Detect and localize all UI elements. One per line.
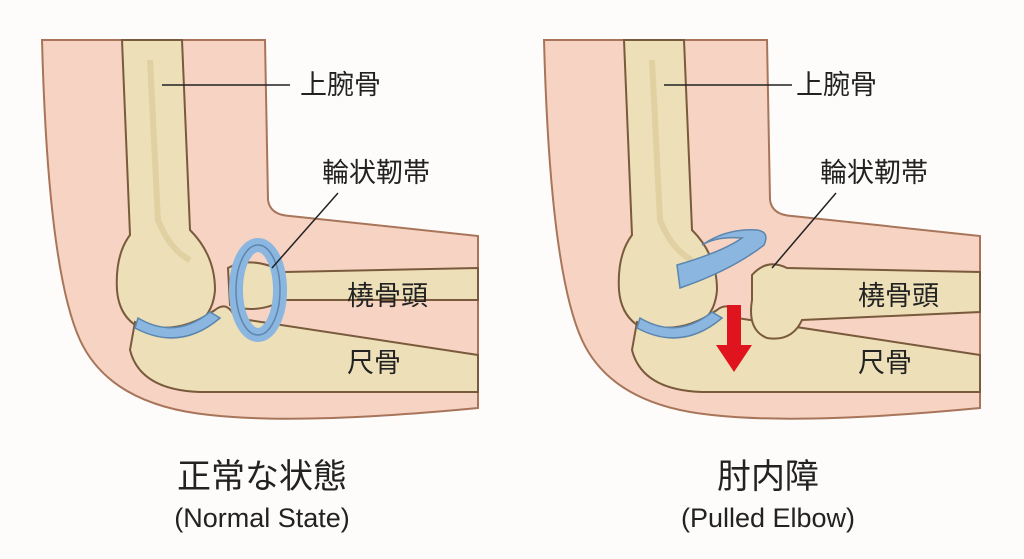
- label-ulna: 尺骨: [858, 348, 912, 379]
- label-radial-head: 橈骨頭: [858, 281, 939, 312]
- caption-pulled-en: (Pulled Elbow): [680, 503, 856, 533]
- label-humerus: 上腕骨: [796, 70, 877, 101]
- caption-pulled-ja: 肘内障: [717, 457, 819, 497]
- pull-arrow-icon: [716, 305, 752, 372]
- radius: [750, 263, 981, 340]
- label-radial-head: 橈骨頭: [347, 281, 428, 312]
- cartilage: [636, 311, 724, 339]
- label-annular-ligament: 輪状靭帯: [820, 158, 928, 189]
- panel-normal: [42, 40, 478, 419]
- displaced-annular-ligament: [676, 229, 767, 290]
- caption-normal-en: (Normal State): [174, 503, 350, 533]
- caption-normal-ja: 正常な状態: [177, 457, 347, 497]
- label-ulna: 尺骨: [347, 348, 401, 379]
- panel-pulled: [544, 40, 980, 419]
- cartilage: [134, 311, 222, 339]
- label-humerus: 上腕骨: [300, 70, 381, 101]
- label-annular-ligament: 輪状靭帯: [322, 158, 430, 189]
